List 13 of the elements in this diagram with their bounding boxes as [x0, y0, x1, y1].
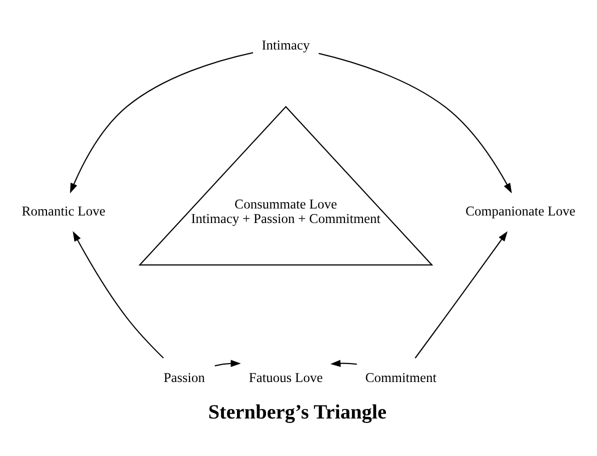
arrow	[318, 52, 512, 194]
node-text: Passion	[164, 370, 205, 386]
node-text: Companionate Love	[465, 204, 576, 219]
diagram-title: Sternberg’s Triangle	[208, 402, 387, 424]
node-text: Intimacy	[262, 37, 310, 52]
node-text: Commitment	[365, 370, 437, 386]
node-text: Romantic Love	[22, 204, 106, 219]
node-text: Fatuous Love	[248, 370, 323, 386]
arrow	[330, 360, 357, 367]
arrow	[70, 52, 254, 194]
arrow	[72, 231, 164, 358]
arrow	[414, 231, 508, 358]
arrow	[214, 360, 241, 368]
